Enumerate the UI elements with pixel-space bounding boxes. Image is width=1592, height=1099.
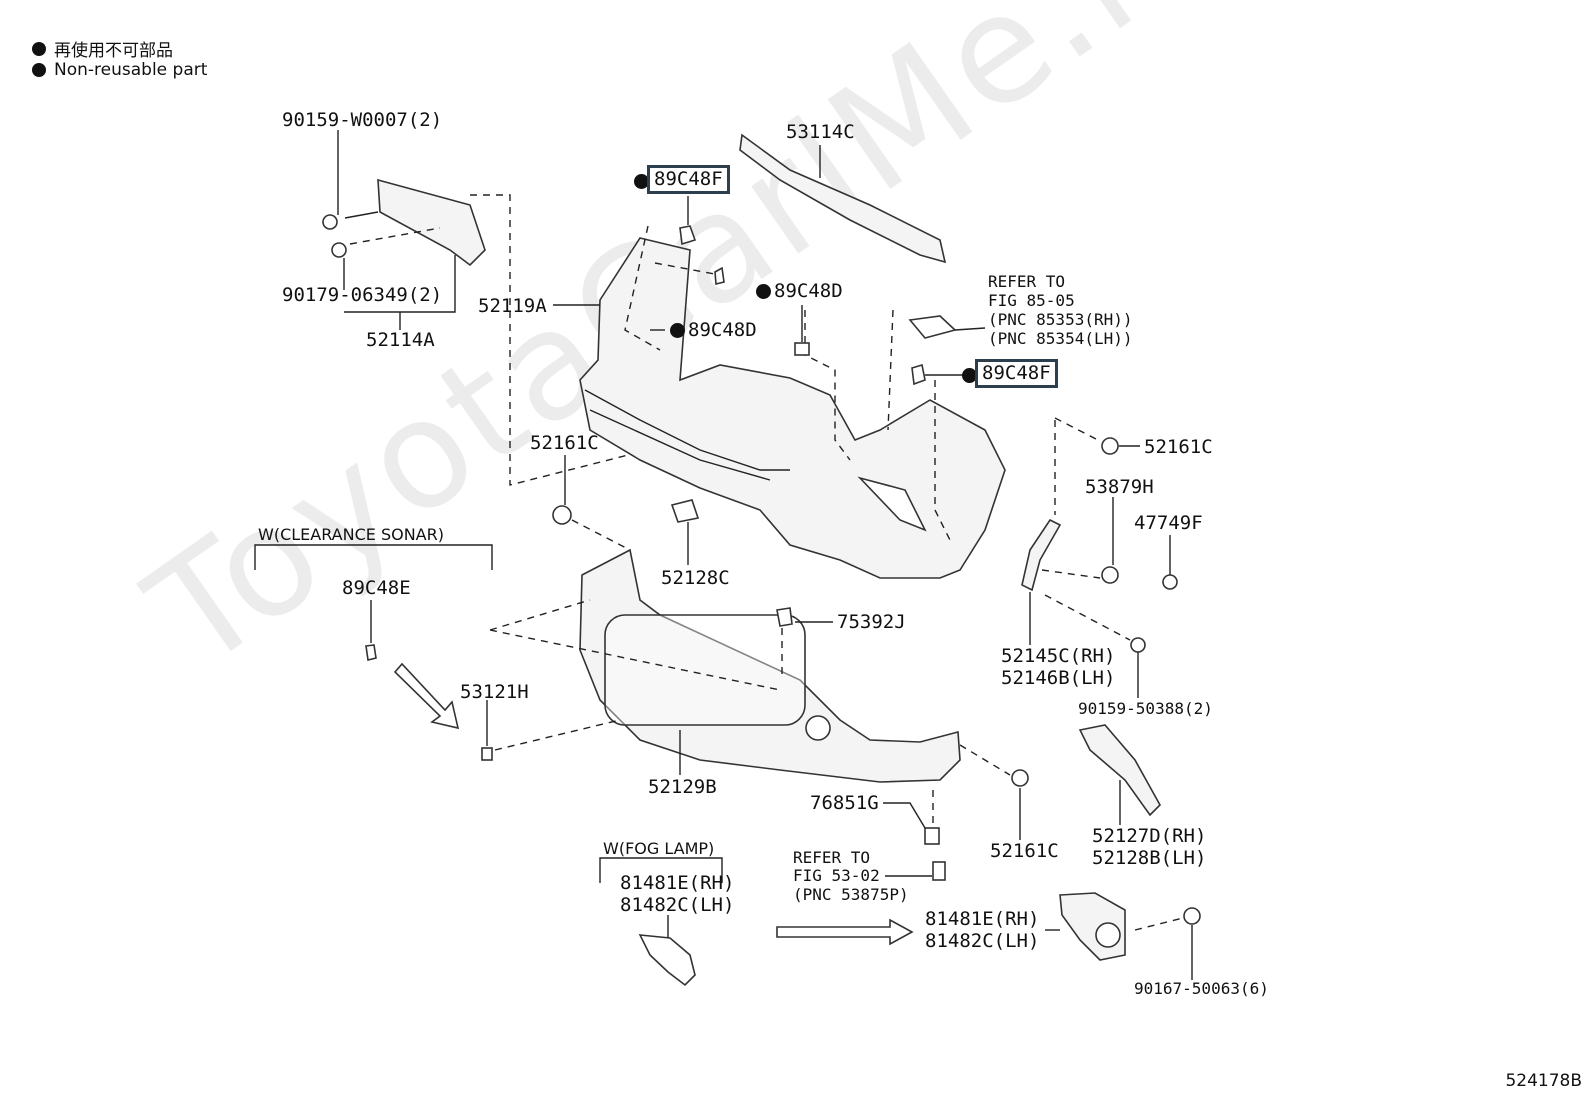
label-53114c: 53114C <box>786 121 855 143</box>
sensor-cover-part <box>908 315 957 339</box>
retainer-53879h-part <box>1101 566 1119 584</box>
label-52119a: 52119A <box>478 295 547 317</box>
grille-molding-part <box>739 133 947 264</box>
label-81482c-left: 81482C(LH) <box>620 894 735 916</box>
screw-53875p-part <box>932 861 946 881</box>
sonar-retainer-part <box>365 644 377 661</box>
label-89c48d-a: 89C48D <box>774 280 843 302</box>
clip-52161c-right-part <box>1101 437 1119 455</box>
clip-89c48f-top-part <box>679 225 697 246</box>
non-reusable-dot-icon <box>670 323 685 338</box>
label-52161c-bottom: 52161C <box>990 840 1059 862</box>
non-reusable-dot-icon <box>32 41 46 56</box>
legend-japanese: 再使用不可部品 <box>32 36 173 61</box>
figure-number: 524178B <box>1505 1071 1582 1091</box>
label-52129b: 52129B <box>648 776 717 798</box>
label-90167-50063: 90167-50063(6) <box>1134 979 1269 998</box>
label-89c48d-b: 89C48D <box>688 319 757 341</box>
label-76851g: 76851G <box>810 792 879 814</box>
bracket-52127d-part <box>1078 724 1161 817</box>
fog-lamp-bracket-left-part <box>638 934 696 987</box>
lower-grille-part <box>579 548 961 783</box>
label-refer-53-line3: (PNC 53875P) <box>793 885 909 904</box>
cover-52128c-part <box>670 499 700 523</box>
arrow-right-icon <box>776 918 914 946</box>
label-52127d: 52127D(RH) <box>1092 825 1207 847</box>
side-bracket-part <box>1021 518 1062 592</box>
direction-arrow-icon <box>393 662 460 730</box>
clip-75392j-part <box>776 607 793 627</box>
label-81481e-right: 81481E(RH) <box>925 908 1040 930</box>
label-90159-w0007: 90159-W0007(2) <box>282 109 443 131</box>
label-52128b: 52128B(LH) <box>1092 847 1207 869</box>
nut-part <box>331 242 347 258</box>
legend-english-text: Non-reusable part <box>54 60 208 80</box>
non-reusable-dot-icon <box>634 174 649 189</box>
non-reusable-dot-icon <box>32 63 46 77</box>
label-refer-53-line2: FIG 53-02 <box>793 866 880 885</box>
label-52161c-left: 52161C <box>530 432 599 454</box>
label-75392j: 75392J <box>837 611 906 633</box>
non-reusable-dot-icon <box>962 368 977 383</box>
bolt-90159-50388-part <box>1130 637 1146 653</box>
label-52128c: 52128C <box>661 567 730 589</box>
group-clearance-sonar: W(CLEARANCE SONAR) <box>258 525 444 544</box>
clip-52161c-left-part <box>552 505 572 525</box>
bolt-47749f-part <box>1162 574 1178 590</box>
label-90159-50388: 90159-50388(2) <box>1078 699 1213 718</box>
label-89c48e: 89C48E <box>342 577 411 599</box>
clip-52161c-bottom-part <box>1011 769 1029 787</box>
label-90179-06349: 90179-06349(2) <box>282 284 443 306</box>
label-52145c: 52145C(RH) <box>1001 645 1116 667</box>
label-53121h: 53121H <box>460 681 529 703</box>
legend-japanese-text: 再使用不可部品 <box>54 41 173 61</box>
label-52146b: 52146B(LH) <box>1001 667 1116 689</box>
label-53879h: 53879H <box>1085 476 1154 498</box>
clip-89c48d-part <box>794 342 810 356</box>
legend-english: Non-reusable part <box>32 60 207 80</box>
label-refer-85-line2: FIG 85-05 <box>988 291 1075 310</box>
label-refer-85-line1: REFER TO <box>988 272 1066 291</box>
screw-90167-part <box>1183 907 1201 925</box>
non-reusable-dot-icon <box>756 284 771 299</box>
label-47749f: 47749F <box>1134 512 1203 534</box>
screw-part <box>322 214 338 230</box>
label-52161c-right: 52161C <box>1144 436 1213 458</box>
label-refer-53-line1: REFER TO <box>793 848 871 867</box>
label-89c48f-top: 89C48F <box>647 165 730 194</box>
label-81482c-right: 81482C(LH) <box>925 930 1040 952</box>
label-89c48f-right: 89C48F <box>975 359 1058 388</box>
label-refer-85-line4: (PNC 85354(LH)) <box>988 329 1133 348</box>
label-81481e-left: 81481E(RH) <box>620 872 735 894</box>
group-fog-lamp: W(FOG LAMP) <box>603 839 715 858</box>
clip-76851g-part <box>924 827 940 845</box>
clip-53121h-part <box>481 747 493 761</box>
label-52114a: 52114A <box>366 329 435 351</box>
label-refer-85-line3: (PNC 85353(RH)) <box>988 310 1133 329</box>
license-bracket-part <box>377 178 486 267</box>
